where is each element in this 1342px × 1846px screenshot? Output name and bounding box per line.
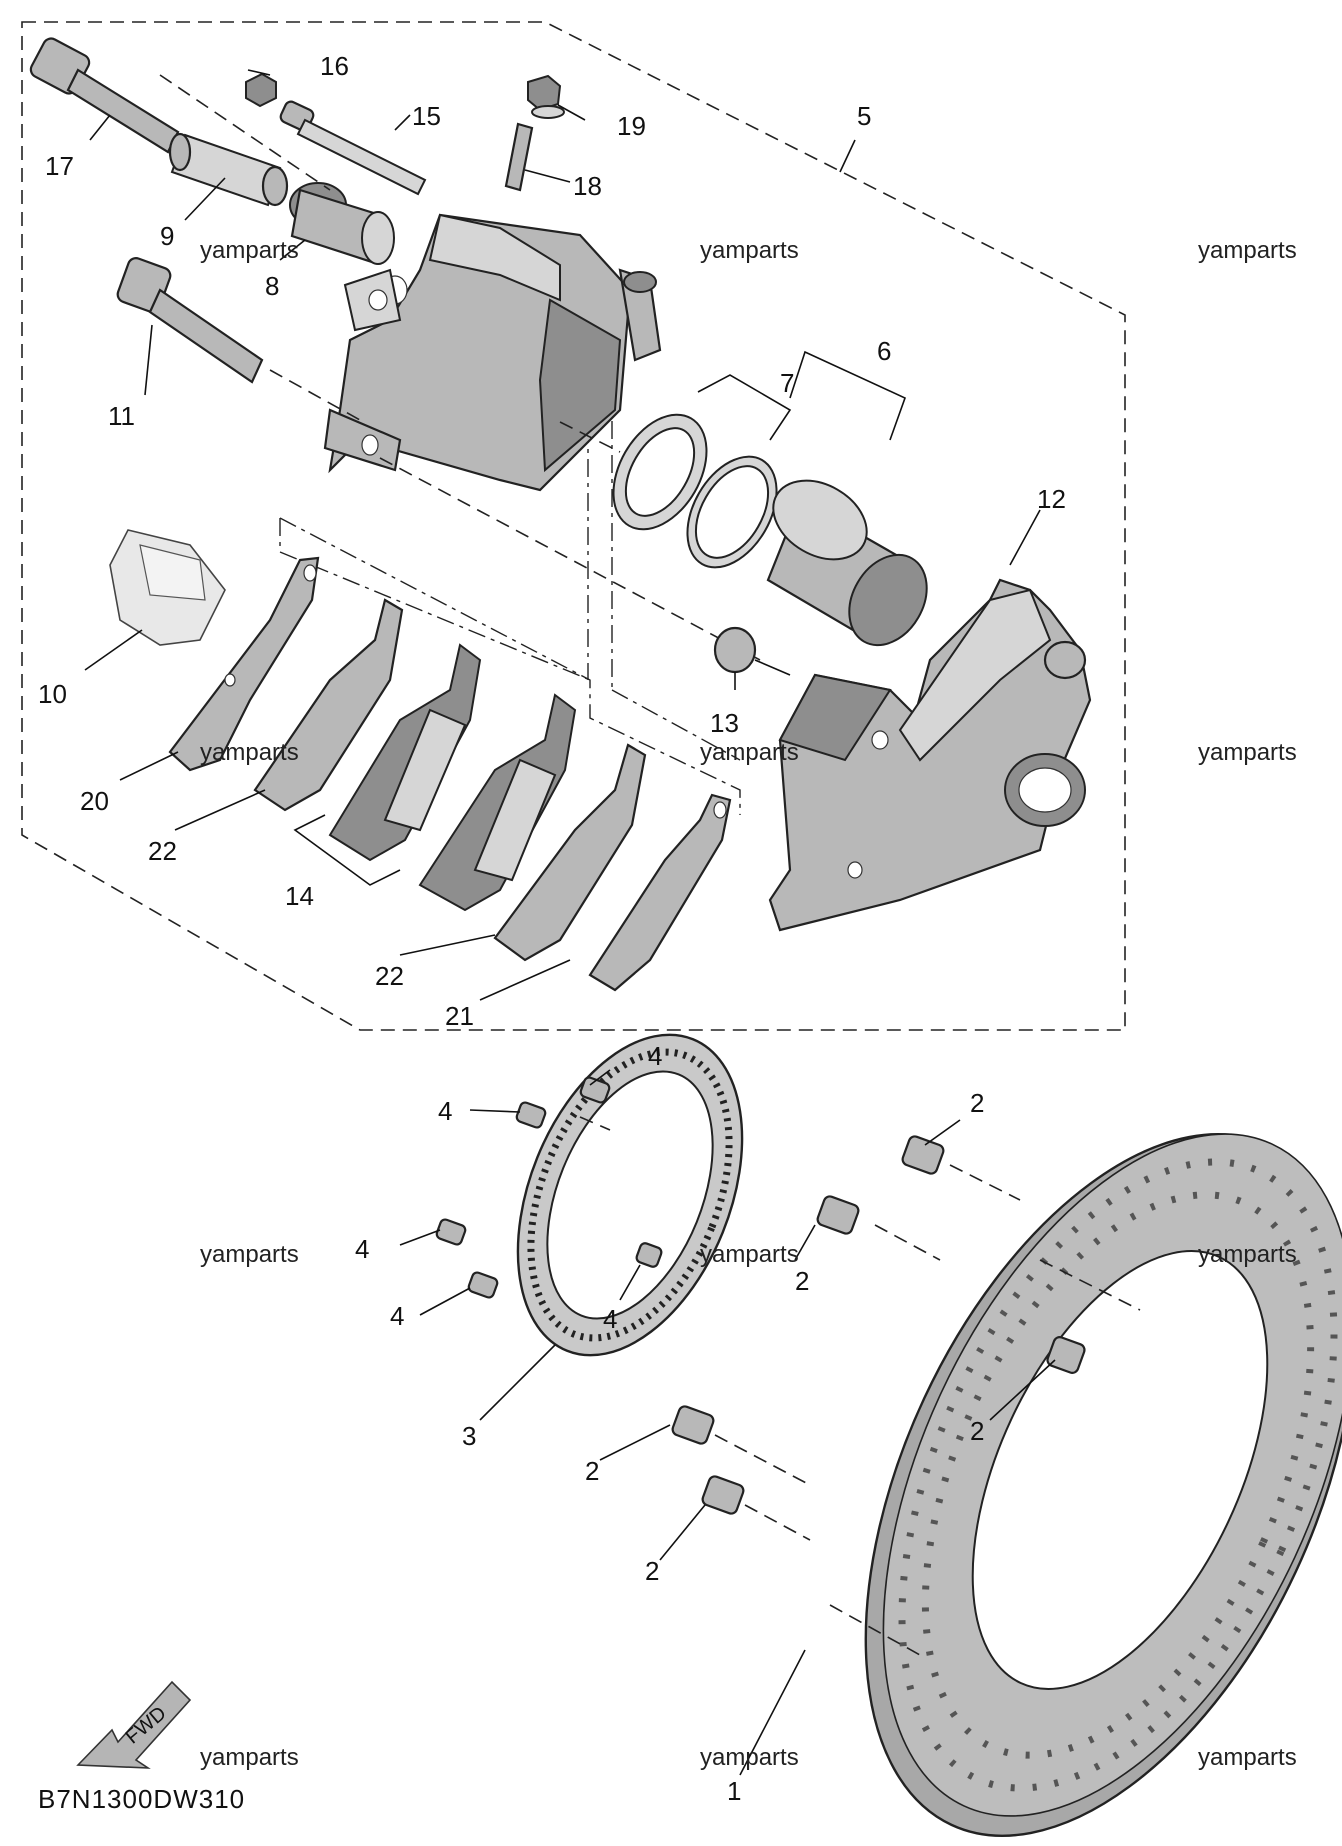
watermark: yamparts — [700, 739, 799, 766]
callout-1: 1 — [727, 1776, 741, 1806]
callout-12: 12 — [1037, 484, 1066, 514]
part-22-pad-shim-b — [493, 743, 647, 962]
pad-group-boundary-2 — [279, 517, 741, 815]
callout-2-a: 2 — [970, 1088, 984, 1118]
guide-bolt-11 — [269, 369, 361, 421]
callout-13: 13 — [710, 708, 739, 738]
diagram-code: B7N1300DW310 — [38, 1784, 245, 1814]
watermark: yamparts — [200, 1744, 299, 1771]
callout-15: 15 — [412, 101, 441, 131]
part-19-bleed-screw — [527, 74, 565, 119]
part-6-piston — [766, 479, 928, 647]
watermark: yamparts — [200, 739, 299, 766]
part-9-sleeve — [168, 132, 289, 207]
callout-14: 14 — [285, 881, 314, 911]
callout-22-b: 22 — [375, 961, 404, 991]
assembly-5-boundary — [21, 21, 1126, 1031]
guide-2d — [744, 1504, 811, 1541]
watermark: yamparts — [1198, 237, 1297, 264]
callout-4-b: 4 — [438, 1096, 452, 1126]
watermark: yamparts — [700, 1744, 799, 1771]
watermark: yamparts — [700, 1241, 799, 1268]
callout-2-d: 2 — [970, 1416, 984, 1446]
part-15-pin — [279, 100, 427, 196]
callout-19: 19 — [617, 111, 646, 141]
guide-to-7 — [559, 421, 621, 453]
part-12-caliper-bracket — [768, 578, 1092, 932]
part-16-bleed-cap — [245, 72, 277, 108]
watermark: yamparts — [200, 237, 299, 264]
guide-bolt-17 — [159, 74, 331, 191]
callout-4-a: 4 — [648, 1041, 662, 1071]
part-7-piston-seals — [612, 413, 778, 569]
callout-2-b: 2 — [795, 1266, 809, 1296]
guide-4a — [579, 1116, 611, 1131]
callout-22-a: 22 — [148, 836, 177, 866]
callout-4-c: 4 — [355, 1234, 369, 1264]
part-14-brake-pad-b — [418, 693, 577, 912]
watermark: yamparts — [1198, 1241, 1297, 1268]
part-21-pad-shim — [588, 793, 732, 992]
callout-4-d: 4 — [390, 1301, 404, 1331]
callout-3: 3 — [462, 1421, 476, 1451]
watermark: yamparts — [700, 237, 799, 264]
part-20-pad-shim — [168, 556, 320, 772]
guide-2a — [949, 1164, 1021, 1201]
watermark: yamparts — [1198, 1744, 1297, 1771]
part-22-pad-shim-a — [253, 598, 404, 812]
guide-2c — [714, 1434, 811, 1486]
guide-2b — [874, 1224, 941, 1261]
callout-5: 5 — [857, 101, 871, 131]
part-13-boot — [713, 626, 791, 676]
callout-7: 7 — [780, 368, 794, 398]
callout-6: 6 — [877, 336, 891, 366]
pad-group-boundary — [279, 518, 591, 681]
callout-2-e: 2 — [645, 1556, 659, 1586]
guide-to-13 — [379, 457, 761, 661]
callout-16: 16 — [320, 51, 349, 81]
callout-10: 10 — [38, 679, 67, 709]
fwd-arrow-icon: FWD — [76, 1680, 192, 1769]
part-1-brake-disc — [864, 1133, 1342, 1837]
part-2-disc-bolts — [671, 1135, 1086, 1515]
callout-21: 21 — [445, 1001, 474, 1031]
part-14-brake-pad-a — [328, 643, 482, 862]
callout-17: 17 — [45, 151, 74, 181]
part-18-bleed-valve — [504, 122, 534, 192]
watermark: yamparts — [1198, 739, 1297, 766]
part-3-sensor-rotor — [516, 1033, 744, 1357]
bracket-6 — [789, 350, 906, 441]
callout-labels: 1 2 2 2 2 2 2 3 4 4 4 4 4 5 6 7 8 9 10 1… — [38, 51, 1066, 1806]
callout-11: 11 — [108, 401, 135, 431]
bracket-14 — [293, 814, 401, 886]
watermarks: yamparts yamparts yamparts yamparts yamp… — [200, 237, 1297, 1771]
guide-disc-bottom — [829, 1604, 921, 1656]
callout-4-e: 4 — [603, 1304, 617, 1334]
callout-8: 8 — [265, 271, 279, 301]
part-8-boot — [289, 182, 395, 265]
caliper-body — [323, 213, 662, 492]
callout-20: 20 — [80, 786, 109, 816]
callout-9: 9 — [160, 221, 174, 251]
part-11-bolt — [116, 257, 264, 384]
part-4-screws — [435, 1076, 663, 1299]
guide-line-c — [611, 689, 741, 761]
watermark: yamparts — [200, 1241, 299, 1268]
leader-lines — [84, 69, 1056, 1776]
callout-18: 18 — [573, 171, 602, 201]
part-17-long-bolt — [29, 37, 180, 154]
callout-2-c: 2 — [585, 1456, 599, 1486]
bracket-7 — [697, 374, 792, 441]
guide-disc-top — [1039, 1259, 1141, 1311]
part-10-pad-spring — [109, 529, 226, 646]
